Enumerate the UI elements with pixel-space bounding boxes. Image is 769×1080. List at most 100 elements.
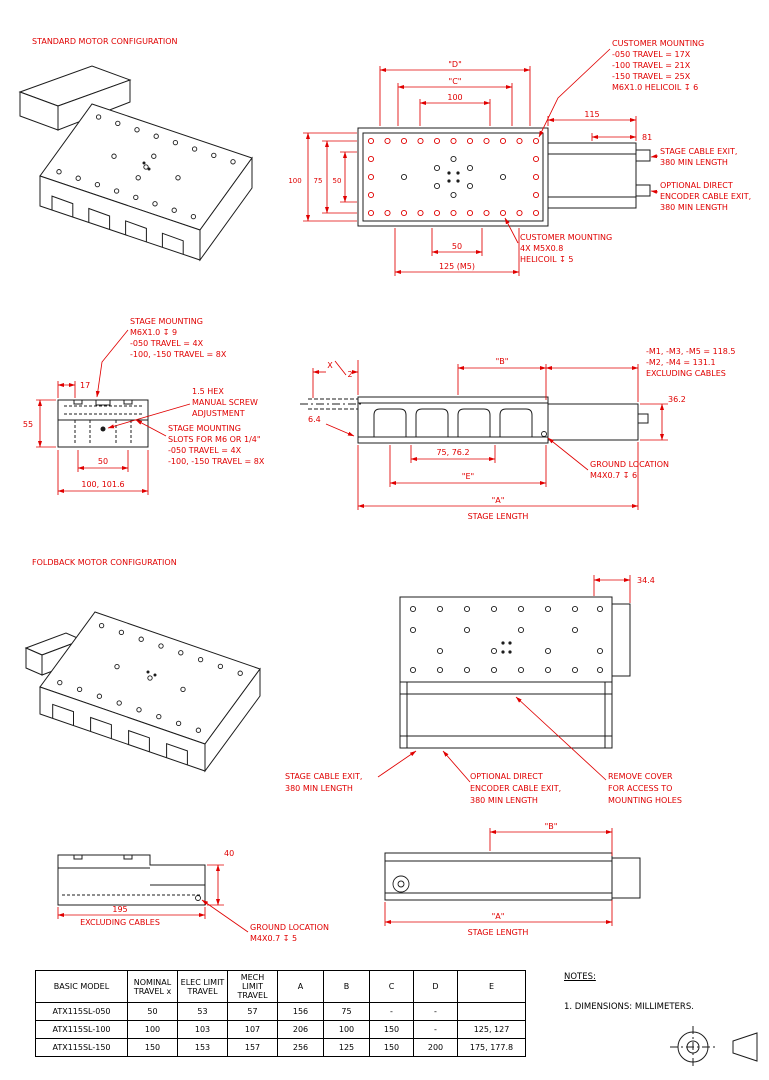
annotation-stage-mounting-top: STAGE MOUNTING [130, 317, 203, 326]
cross-section-view [57, 399, 149, 448]
foldback-side-small-dimensions: 40 195 EXCLUDING CABLES GROUND LOCATION … [57, 849, 329, 943]
foldback-side-view [384, 852, 641, 901]
dim-label-17: 17 [80, 381, 90, 390]
spec-table: BASIC MODEL NOMINAL TRAVEL x ELEC LIMIT … [35, 970, 526, 1057]
annotation-ground-location: M4X0.7 ↧ 6 [590, 471, 637, 480]
table-cell: - [413, 1020, 458, 1039]
table-header-elec-limit: ELEC LIMIT TRAVEL [177, 970, 228, 1003]
annotation-stage-mounting-top: -100, -150 TRAVEL = 8X [130, 350, 227, 359]
annotation-mounting-slots: SLOTS FOR M6 OR 1/4" [168, 435, 261, 444]
table-header-e: E [457, 970, 526, 1003]
table-header-nominal-travel: NOMINAL TRAVEL x [127, 970, 178, 1003]
table-header-d: D [413, 970, 458, 1003]
annotation-ground-location-foldback: M4X0.7 ↧ 5 [250, 934, 297, 943]
table-cell: 156 [277, 1002, 324, 1021]
annotation-encoder-cable-exit-foldback: ENCODER CABLE EXIT, [470, 784, 561, 793]
table-cell: 103 [177, 1020, 228, 1039]
annotation-customer-mounting-top: CUSTOMER MOUNTING [612, 39, 704, 48]
notes-block: NOTES: 1. DIMENSIONS: MILLIMETERS. [564, 972, 694, 1012]
dim-label-55: 55 [23, 420, 33, 429]
table-cell-model: ATX115SL-100 [35, 1020, 128, 1039]
dim-label-50-vertical: 50 [333, 177, 342, 185]
table-cell-model: ATX115SL-050 [35, 1002, 128, 1021]
table-cell: 50 [127, 1002, 178, 1021]
table-cell: 75 [323, 1002, 370, 1021]
dim-label-75: 75 [314, 177, 323, 185]
annotation-mounting-slots: STAGE MOUNTING [168, 424, 241, 433]
table-cell: 150 [369, 1020, 414, 1039]
notes-heading: NOTES: [564, 972, 596, 982]
standard-top-view [357, 127, 651, 227]
table-row: ATX115SL-100 100 103 107 206 100 150 - 1… [35, 1020, 526, 1039]
table-cell: 256 [277, 1038, 324, 1057]
annotation-mounting-slots: -050 TRAVEL = 4X [168, 446, 242, 455]
dim-label-100-vertical: 100 [288, 177, 301, 185]
standard-config-title: STANDARD MOTOR CONFIGURATION [32, 37, 178, 46]
table-cell: 206 [277, 1020, 324, 1039]
annotation-motor-lengths: -M1, -M3, -M5 = 118.5 [646, 347, 736, 356]
annotation-encoder-cable-exit-foldback: OPTIONAL DIRECT [470, 772, 543, 781]
annotation-encoder-cable-exit: ENCODER CABLE EXIT, [660, 192, 751, 201]
dim-label-x-over-2-den: 2 [347, 370, 352, 379]
table-cell: 175, 177.8 [457, 1038, 526, 1057]
dim-label-x-over-2-num: X [327, 361, 333, 370]
dim-label-C: "C" [449, 77, 462, 86]
dim-label-195: 195 [112, 905, 127, 914]
annotation-mounting-slots: -100, -150 TRAVEL = 8X [168, 457, 265, 466]
foldback-config-title: FOLDBACK MOTOR CONFIGURATION [32, 558, 177, 567]
spec-table-container: BASIC MODEL NOMINAL TRAVEL x ELEC LIMIT … [35, 970, 526, 1057]
table-header-a: A [277, 970, 324, 1003]
annotation-stage-mounting-top: M6X1.0 ↧ 9 [130, 328, 177, 337]
dim-label-100-101: 100, 101.6 [81, 480, 124, 489]
standard-top-view-dimensions: CUSTOMER MOUNTING -050 TRAVEL = 17X -100… [288, 39, 751, 276]
annotation-stage-cable-exit-foldback: STAGE CABLE EXIT, [285, 772, 362, 781]
annotation-remove-cover: FOR ACCESS TO [608, 784, 672, 793]
table-header-mech-limit: MECH LIMIT TRAVEL [227, 970, 278, 1003]
annotation-stage-cable-exit: STAGE CABLE EXIT, [660, 147, 737, 156]
table-row: ATX115SL-150 150 153 157 256 125 150 200… [35, 1038, 526, 1057]
cross-section-dimensions: STAGE MOUNTING M6X1.0 ↧ 9 -050 TRAVEL = … [23, 317, 265, 495]
standard-side-view [300, 396, 649, 444]
annotation-encoder-cable-exit-foldback: 380 MIN LENGTH [470, 796, 538, 805]
annotation-encoder-cable-exit: 380 MIN LENGTH [660, 203, 728, 212]
dim-label-D: "D" [448, 60, 462, 69]
dim-label-50: 50 [98, 457, 108, 466]
annotation-motor-lengths: EXCLUDING CABLES [646, 369, 726, 378]
foldback-iso-view [24, 611, 261, 773]
foldback-top-dimensions: 34.4 STAGE CABLE EXIT, 380 MIN LENGTH OP… [285, 575, 682, 805]
table-row: ATX115SL-050 50 53 57 156 75 - - [35, 1002, 526, 1021]
table-header-c: C [369, 970, 414, 1003]
table-header-b: B [323, 970, 370, 1003]
annotation-customer-mounting-bottom: HELICOIL ↧ 5 [520, 255, 573, 264]
table-cell: 157 [227, 1038, 278, 1057]
foldback-top-view [399, 596, 631, 749]
annotation-stage-cable-exit: 380 MIN LENGTH [660, 158, 728, 167]
table-cell [457, 1002, 526, 1021]
annotation-encoder-cable-exit: OPTIONAL DIRECT [660, 181, 733, 190]
dim-label-125-M5: 125 (M5) [439, 262, 475, 271]
table-header-basic-model: BASIC MODEL [35, 970, 128, 1003]
table-cell: 200 [413, 1038, 458, 1057]
annotation-stage-cable-exit-foldback: 380 MIN LENGTH [285, 784, 353, 793]
dim-label-stage-length: STAGE LENGTH [468, 512, 529, 521]
annotation-customer-mounting-bottom: 4X M5X0.8 [520, 244, 563, 253]
dim-label-stage-length-foldback: STAGE LENGTH [468, 928, 529, 937]
annotation-ground-location-foldback: GROUND LOCATION [250, 923, 329, 932]
dim-label-40: 40 [224, 849, 234, 858]
dim-label-36-2: 36.2 [668, 395, 686, 404]
table-cell: - [413, 1002, 458, 1021]
table-cell: 125 [323, 1038, 370, 1057]
table-cell: 53 [177, 1002, 228, 1021]
table-cell: 57 [227, 1002, 278, 1021]
dim-label-A-foldback: "A" [492, 912, 505, 921]
table-cell: - [369, 1002, 414, 1021]
foldback-side-small-view [57, 854, 206, 906]
annotation-motor-lengths: -M2, -M4 = 131.1 [646, 358, 716, 367]
dim-label-100: 100 [447, 93, 462, 102]
dim-label-115: 115 [584, 110, 599, 119]
dim-label-50-bottom: 50 [452, 242, 462, 251]
dim-label-75-76: 75, 76.2 [436, 448, 469, 457]
annotation-hex-adjustment: 1.5 HEX [192, 387, 224, 396]
annotation-customer-mounting-top: M6X1.0 HELICOIL ↧ 6 [612, 83, 698, 92]
